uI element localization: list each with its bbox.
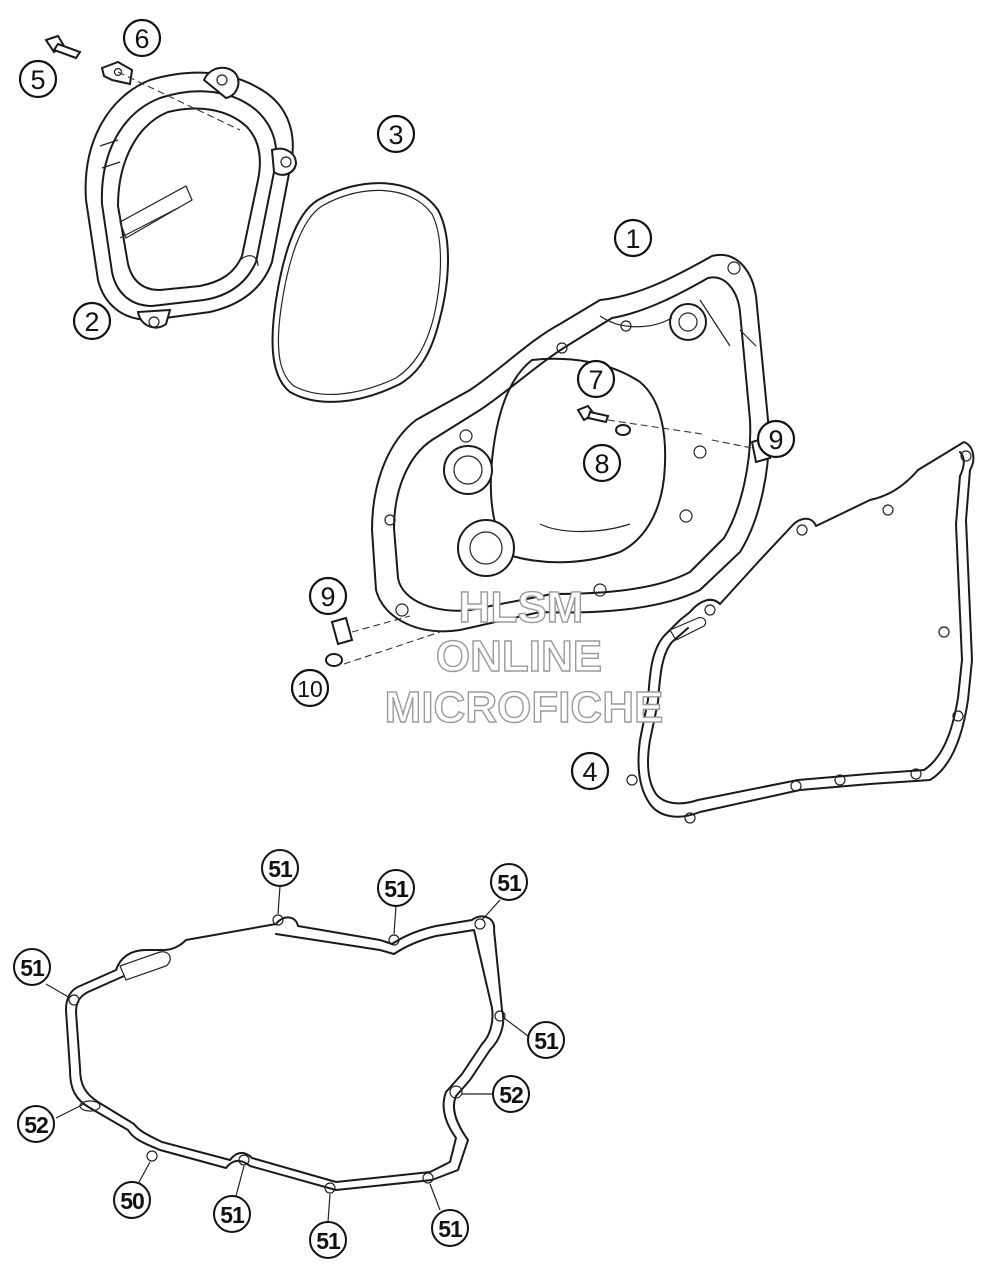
watermark-line-1: HLSM xyxy=(459,583,584,632)
detail-gasket xyxy=(65,914,506,1194)
detail-callout-51-h: 51 xyxy=(431,1209,469,1247)
detail-callout-51-a: 51 xyxy=(261,849,299,887)
outer-clutch-cover xyxy=(84,66,298,329)
callout-9-right: 9 xyxy=(756,419,796,459)
detail-callout-51-b: 51 xyxy=(377,869,415,907)
detail-callout-51-b-label: 51 xyxy=(384,876,409,902)
callout-8: 8 xyxy=(582,443,622,483)
callout-5: 5 xyxy=(18,59,58,99)
detail-callout-51-e-label: 51 xyxy=(534,1028,559,1054)
detail-callout-51-g-label: 51 xyxy=(316,1228,341,1254)
detail-callout-51-c-label: 51 xyxy=(497,870,522,896)
callout-8-label: 8 xyxy=(594,449,609,479)
callout-6-label: 6 xyxy=(134,24,149,54)
detail-callout-52-a-label: 52 xyxy=(499,1082,523,1108)
inner-clutch-cover xyxy=(370,253,770,633)
callout-7-label: 7 xyxy=(588,365,603,395)
callout-6: 6 xyxy=(122,18,162,58)
bolt-part-7 xyxy=(576,404,610,424)
detail-callout-51-f: 51 xyxy=(213,1195,251,1233)
watermark-line-3: MICROFICHE xyxy=(385,683,664,732)
detail-callout-50-label: 50 xyxy=(120,1188,144,1214)
callout-4: 4 xyxy=(570,751,610,791)
callout-5-label: 5 xyxy=(30,65,45,95)
detail-callout-51-a-label: 51 xyxy=(268,856,293,882)
bolt-part-5 xyxy=(44,34,82,60)
bracket-part xyxy=(100,60,134,86)
detail-callout-52-b: 52 xyxy=(17,1105,55,1143)
detail-callout-52-a: 52 xyxy=(492,1075,530,1113)
callout-10-label: 10 xyxy=(297,676,323,702)
callout-3-label: 3 xyxy=(388,120,403,150)
callout-1: 1 xyxy=(613,218,653,258)
detail-callout-51-h-label: 51 xyxy=(438,1216,463,1242)
callout-1-label: 1 xyxy=(625,224,640,254)
detail-callout-51-g: 51 xyxy=(309,1221,347,1259)
detail-callout-50: 50 xyxy=(113,1181,151,1219)
detail-callout-51-e: 51 xyxy=(527,1021,565,1059)
callout-2: 2 xyxy=(72,301,112,341)
detail-callout-51-d: 51 xyxy=(13,948,51,986)
callout-9-left-label: 9 xyxy=(320,582,335,612)
detail-callout-51-f-label: 51 xyxy=(220,1202,245,1228)
detail-callout-51-d-label: 51 xyxy=(20,955,45,981)
detail-leader-lines xyxy=(45,885,529,1223)
callout-3: 3 xyxy=(376,114,416,154)
washer-part-10 xyxy=(325,653,343,667)
dowel-part-9-left xyxy=(330,616,354,646)
callout-7: 7 xyxy=(576,359,616,399)
watermark: HLSM ONLINE MICROFICHE xyxy=(384,582,664,732)
callout-2-label: 2 xyxy=(84,307,99,337)
callout-10: 10 xyxy=(290,668,330,708)
callout-4-label: 4 xyxy=(582,757,597,787)
clutch-cover-gasket xyxy=(626,441,975,824)
callout-9-right-label: 9 xyxy=(768,425,783,455)
watermark-line-2: ONLINE xyxy=(436,632,602,681)
o-ring-gasket xyxy=(271,182,449,403)
callout-9-left: 9 xyxy=(308,576,348,616)
washer-part-8 xyxy=(615,424,631,436)
detail-callout-52-b-label: 52 xyxy=(24,1112,48,1138)
detail-callout-51-c: 51 xyxy=(490,863,528,901)
